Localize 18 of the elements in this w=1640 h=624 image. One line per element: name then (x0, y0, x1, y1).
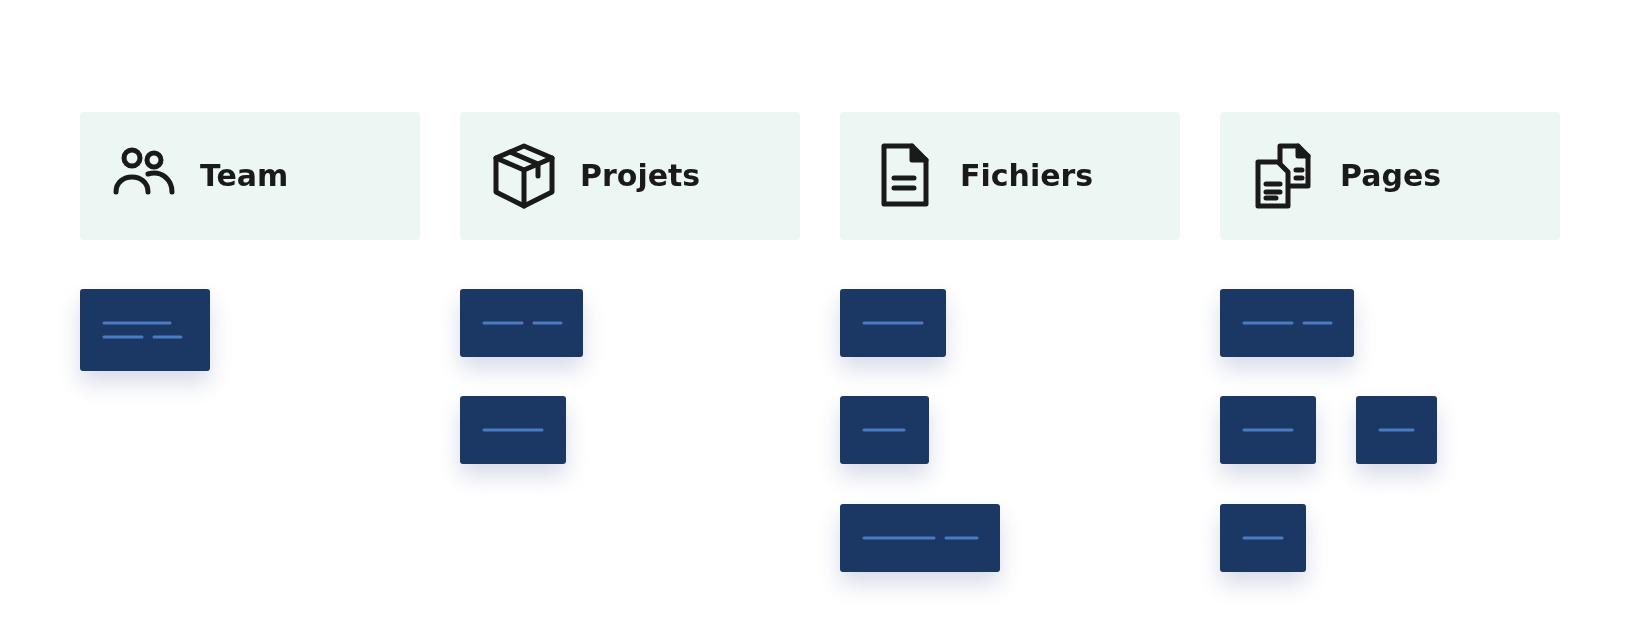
category-header (80, 112, 420, 240)
category-header (460, 112, 800, 240)
placeholder-card (840, 504, 1000, 572)
placeholder-card (840, 396, 929, 464)
placeholder-card (1220, 289, 1354, 357)
category-title: Pages (1340, 158, 1442, 193)
category-header (1220, 112, 1560, 240)
category-title: Team (200, 158, 289, 193)
placeholder-card (1356, 396, 1437, 464)
placeholder-card (80, 289, 210, 371)
category-title: Fichiers (960, 158, 1094, 193)
placeholder-card (460, 289, 583, 357)
placeholder-card (1220, 396, 1316, 464)
placeholder-card (1220, 504, 1306, 572)
category-title: Projets (580, 158, 701, 193)
placeholder-card (460, 396, 566, 464)
placeholder-card (840, 289, 946, 357)
category-header (840, 112, 1180, 240)
